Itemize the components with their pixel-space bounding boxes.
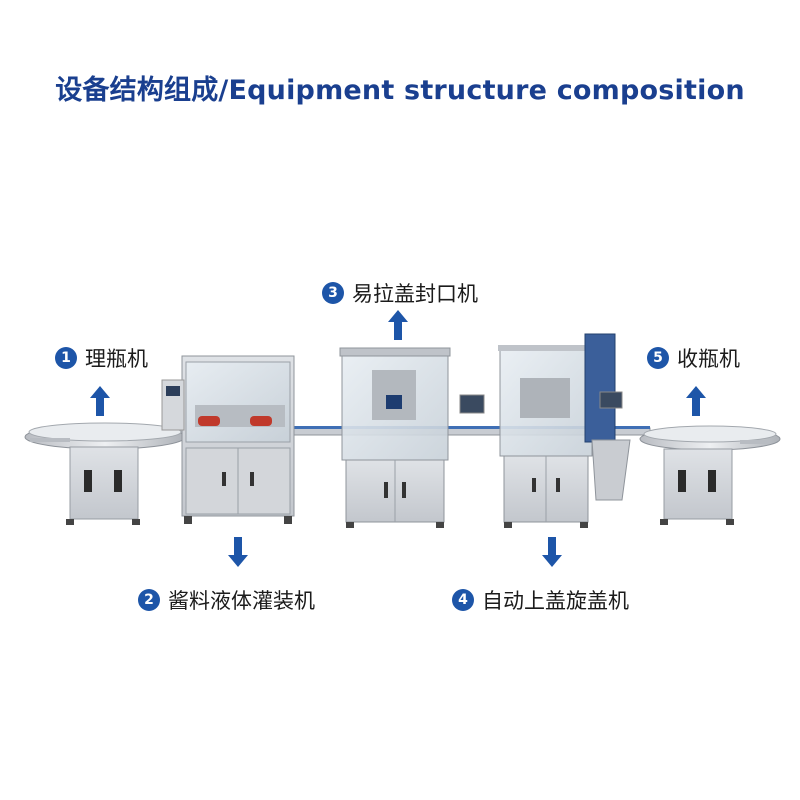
capping-machine bbox=[498, 333, 631, 528]
station-name: 易拉盖封口机 bbox=[352, 282, 478, 306]
station-name: 自动上盖旋盖机 bbox=[482, 589, 629, 613]
arrow-up-icon bbox=[388, 310, 408, 340]
step-number-badge: 2 bbox=[138, 589, 160, 611]
step-number-badge: 3 bbox=[322, 282, 344, 304]
bottle-unscrambler-machine bbox=[24, 422, 186, 525]
step-number-badge: 1 bbox=[55, 347, 77, 369]
station-label-2: 2 酱料液体灌装机 bbox=[138, 585, 315, 615]
step-number-badge: 4 bbox=[452, 589, 474, 611]
page-title: 设备结构组成/Equipment structure composition bbox=[55, 75, 745, 106]
station-name: 酱料液体灌装机 bbox=[168, 589, 315, 613]
filling-machine bbox=[161, 355, 295, 524]
arrow-down-icon bbox=[228, 537, 248, 567]
station-label-1: 1 理瓶机 bbox=[55, 343, 148, 373]
seaming-machine bbox=[339, 347, 485, 528]
station-name: 收瓶机 bbox=[677, 347, 740, 371]
station-label-5: 5 收瓶机 bbox=[647, 343, 740, 373]
station-name: 理瓶机 bbox=[85, 347, 148, 371]
arrow-up-icon bbox=[686, 386, 706, 416]
bottle-collector-machine bbox=[639, 425, 781, 525]
station-label-4: 4 自动上盖旋盖机 bbox=[452, 585, 629, 615]
step-number-badge: 5 bbox=[647, 347, 669, 369]
station-label-3: 3 易拉盖封口机 bbox=[322, 278, 478, 308]
arrow-up-icon bbox=[90, 386, 110, 416]
arrow-down-icon bbox=[542, 537, 562, 567]
